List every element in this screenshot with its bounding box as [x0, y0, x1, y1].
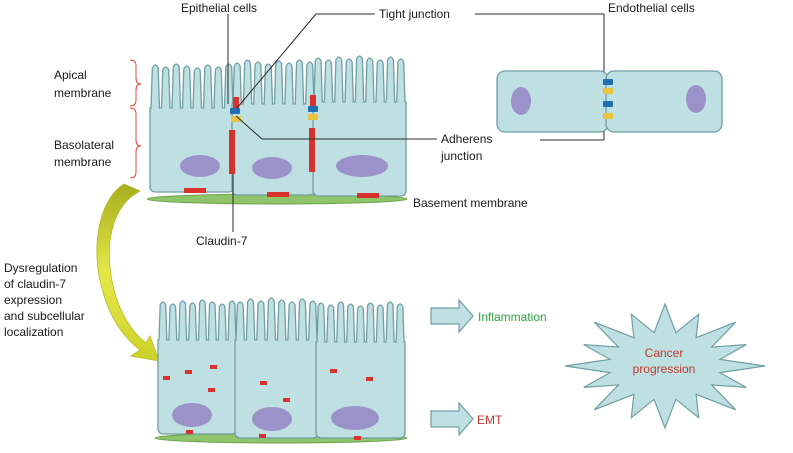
claudin7-mark [186, 430, 193, 434]
curved-arrow [96, 183, 160, 362]
adherens-junction-mark [231, 116, 241, 122]
label-dysreg-2: of claudin-7 [4, 277, 66, 291]
label-apical-1: Apical [54, 68, 87, 82]
tight-junction-mark [308, 106, 318, 112]
tight-junction-mark [603, 79, 613, 85]
claudin7-mark [184, 188, 206, 193]
apical-bracket [129, 59, 142, 107]
claudin7-mark [366, 377, 373, 381]
claudin7-mark [354, 436, 361, 440]
claudin7-mark [267, 192, 289, 197]
epithelial-cell-3 [315, 301, 406, 439]
claudin7-mark [357, 193, 379, 198]
claudin7-mark [310, 95, 316, 107]
label-cancer-2: progression [633, 362, 696, 376]
adherens-junction-mark [603, 88, 613, 94]
normal-epithelium [146, 55, 408, 205]
label-tight-junction: Tight junction [379, 7, 450, 21]
adherens-junction-mark [603, 113, 613, 119]
label-dysreg-3: expression [4, 293, 62, 307]
claudin7-mark [233, 97, 239, 109]
cancer-starburst [564, 302, 766, 430]
label-claudin7: Claudin-7 [196, 234, 248, 248]
leader-lines [227, 13, 605, 232]
nucleus [180, 155, 220, 177]
claudin7-mark [283, 398, 290, 402]
claudin7-mark [260, 381, 267, 385]
label-endothelial-cells: Endothelial cells [608, 1, 695, 15]
adherens-junction-mark [308, 114, 318, 120]
nucleus [252, 407, 292, 431]
label-adherens-1: Adherens [441, 132, 492, 146]
claudin7-mark [210, 365, 217, 369]
claudin7-mark [330, 369, 337, 373]
claudin7-mark [163, 376, 170, 380]
nucleus [331, 406, 379, 430]
arrow-emt [430, 401, 474, 437]
label-adherens-2: junction [440, 149, 482, 163]
arrow-inflammation [430, 298, 474, 334]
basolateral-bracket [129, 107, 142, 179]
label-cancer-1: Cancer [645, 346, 684, 360]
membrane-brackets [129, 59, 142, 179]
label-inflammation: Inflammation [478, 310, 547, 324]
dysregulated-epithelium [154, 297, 408, 444]
claudin7-mark [185, 370, 192, 374]
tight-junction-mark [230, 108, 240, 114]
claudin7-mark [259, 434, 266, 438]
claudin7-mark [208, 388, 215, 392]
claudin7-mark [229, 130, 235, 174]
label-dysreg-1: Dysregulation [4, 261, 77, 275]
nucleus [686, 85, 706, 113]
label-dysreg-5: localization [4, 325, 63, 339]
label-dysreg-4: and subcellular [4, 309, 85, 323]
label-basement-membrane: Basement membrane [413, 196, 528, 210]
endothelial-cells [496, 70, 723, 133]
nucleus [172, 403, 212, 427]
label-epithelial-cells: Epithelial cells [181, 1, 257, 15]
label-basolateral-1: Basolateral [54, 138, 114, 152]
nucleus [336, 155, 388, 177]
nucleus [252, 157, 292, 179]
tight-junction-mark [603, 101, 613, 107]
label-apical-2: membrane [54, 86, 112, 100]
nucleus [511, 87, 531, 115]
claudin7-mark [309, 128, 315, 172]
label-basolateral-2: membrane [54, 155, 112, 169]
label-emt: EMT [477, 413, 503, 427]
